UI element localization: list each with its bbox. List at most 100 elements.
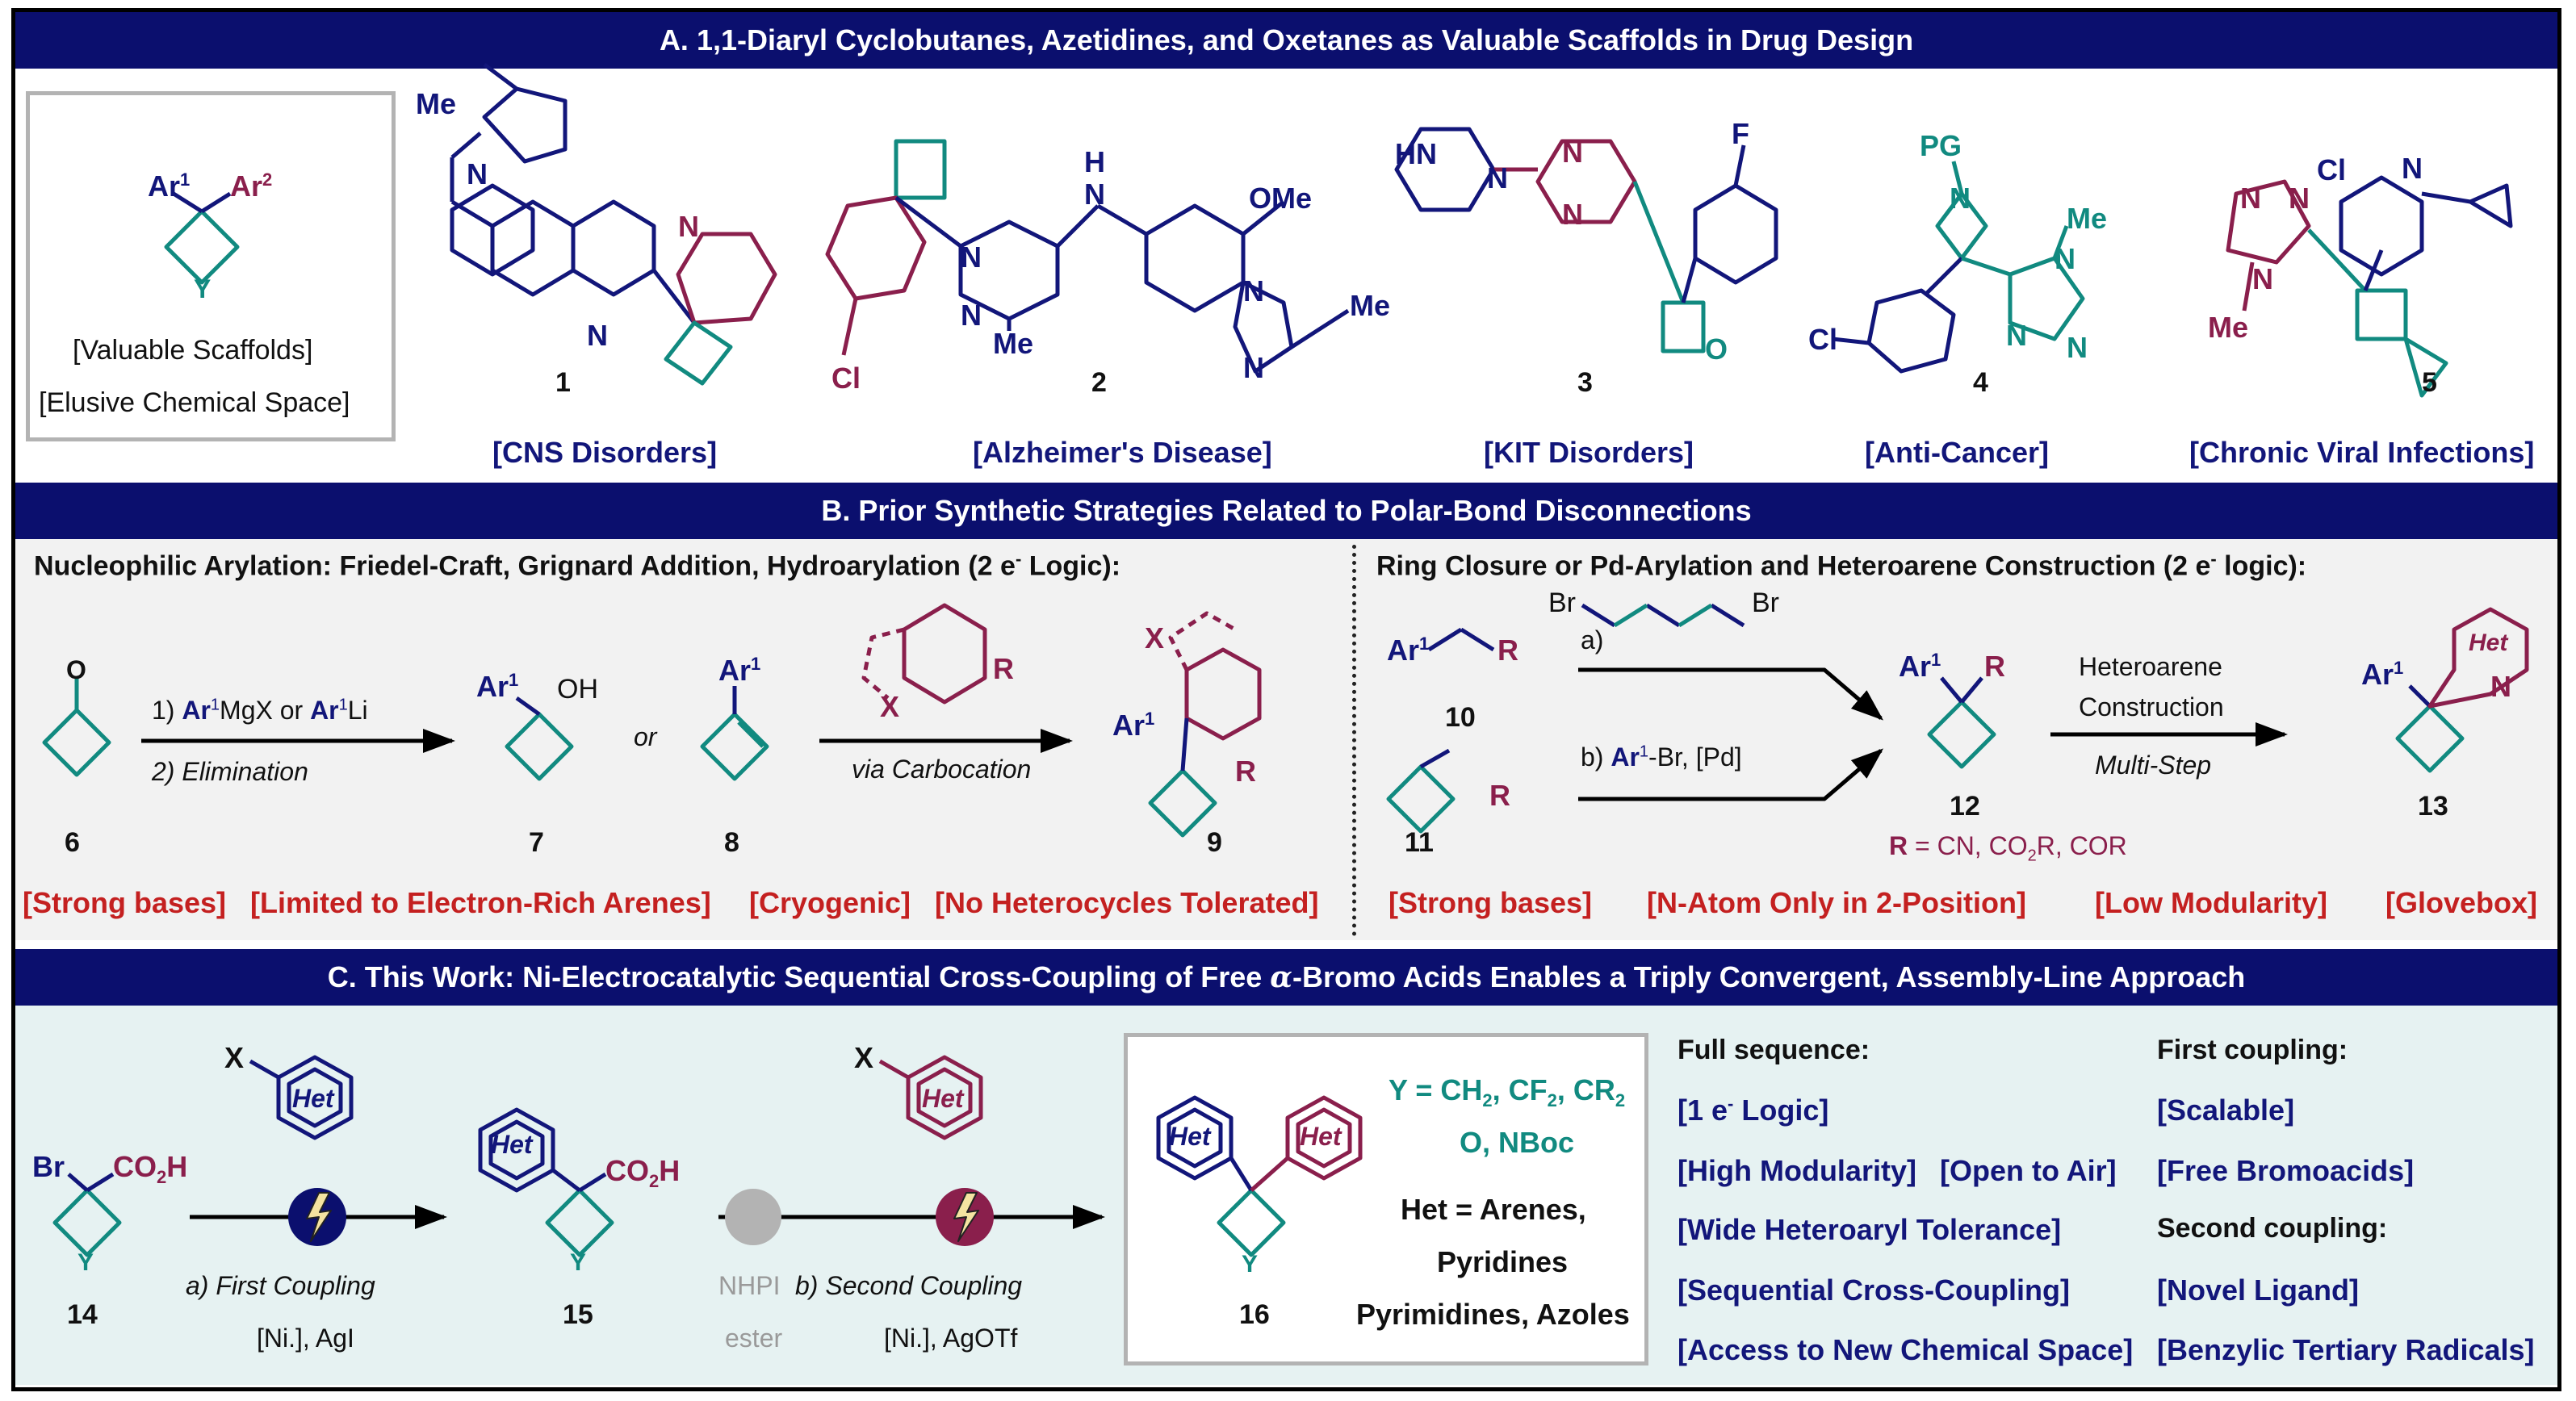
c16-het-a: Het <box>1169 1122 1211 1151</box>
c-reagent2-x: X <box>854 1041 874 1074</box>
c5-n: N <box>2402 152 2423 185</box>
c5-cl: Cl <box>2317 153 2346 186</box>
b-het-1: Heteroarene <box>2079 652 2222 681</box>
c16-y: Y <box>1242 1251 1259 1278</box>
section-b-title: B. Prior Synthetic Strategies Related to… <box>821 494 1752 527</box>
c2-cl: Cl <box>831 362 861 395</box>
section-a-banner: A. 1,1-Diaryl Cyclobutanes, Azetidines, … <box>15 12 2557 69</box>
b-reagent-x: X <box>880 690 900 723</box>
b-num-13: 13 <box>2418 791 2448 822</box>
product-box <box>1124 1033 1648 1365</box>
c-het-definition-2: Pyridines <box>1437 1245 1569 1278</box>
c-second-coupling: b) Second Coupling <box>795 1271 1023 1300</box>
c2-ome: OMe <box>1249 182 1313 215</box>
c3-n2: N <box>1562 136 1583 169</box>
c2-n1: N <box>961 240 982 274</box>
compound-3-label: [KIT Disorders] <box>1484 436 1694 469</box>
b-tag-no-heterocycles: [No Heterocycles Tolerated] <box>935 886 1319 919</box>
b-num-11: 11 <box>1405 827 1434 858</box>
c14-co2h: CO2H <box>113 1150 188 1188</box>
scaffold-ar2: Ar2 <box>230 169 273 203</box>
c-first-heading: First coupling: <box>2157 1035 2348 1065</box>
scaffold-caption-2: [Elusive Chemical Space] <box>39 387 350 418</box>
c2-nh: N <box>1084 178 1105 211</box>
c15-het: Het <box>491 1130 533 1159</box>
section-c-title: C. This Work: Ni-Electrocatalytic Sequen… <box>327 960 2246 994</box>
b-br2: Br <box>1752 588 1779 618</box>
b-tag-low-modularity: [Low Modularity] <box>2095 886 2327 919</box>
c3-n3: N <box>1562 198 1583 231</box>
b-br1: Br <box>1548 588 1576 618</box>
b-tag-strong-bases-right: [Strong bases] <box>1389 886 1593 919</box>
c1-n-quinoline: N <box>587 319 608 352</box>
c2-n2: N <box>961 299 982 332</box>
compound-5-structure <box>2226 179 2311 312</box>
c-full-item-2: [High Modularity] <box>1678 1154 1916 1187</box>
b-num-7: 7 <box>529 827 544 858</box>
b-step1: 1) Ar1MgX or Ar1Li <box>152 696 368 725</box>
c-full-item-4: [Wide Heteroaryl Tolerance] <box>1678 1213 2062 1246</box>
scaffold-y: Y <box>194 274 212 303</box>
compound-5-label: [Chronic Viral Infections] <box>2189 436 2535 469</box>
nhpi-ester-circle <box>725 1189 781 1245</box>
b10-ar: Ar1 <box>1387 634 1430 667</box>
c2-h: H <box>1084 145 1105 178</box>
c2-me: Me <box>993 327 1034 360</box>
c4-n: N <box>1950 182 1971 215</box>
scaffold-caption-1: [Valuable Scaffolds] <box>73 335 313 366</box>
c-het-definition-3: Pyrimidines, Azoles <box>1356 1298 1630 1331</box>
compound-3-number: 3 <box>1577 367 1593 398</box>
compound-2-number: 2 <box>1091 367 1107 398</box>
c14-br: Br <box>32 1150 65 1183</box>
compound-3-structure <box>1394 127 1496 212</box>
b-left-heading: Nucleophilic Arylation: Friedel-Craft, G… <box>34 549 1121 582</box>
b-tag-strong-bases-left: [Strong bases] <box>23 886 227 919</box>
section-a-title: A. 1,1-Diaryl Cyclobutanes, Azetidines, … <box>659 23 1914 56</box>
b9-x: X <box>1145 621 1165 654</box>
compound-5-number: 5 <box>2422 367 2437 398</box>
b10-r: R <box>1497 634 1518 667</box>
b-tag-electron-rich: [Limited to Electron-Rich Arenes] <box>250 886 711 919</box>
c-first-coupling: a) First Coupling <box>186 1271 375 1300</box>
b6-o: O <box>66 655 86 684</box>
c14-y: Y <box>77 1249 94 1276</box>
b-r-definition: R = CN, CO2R, COR <box>1889 831 2127 865</box>
b-tag-glovebox: [Glovebox] <box>2385 886 2538 919</box>
c-num-15: 15 <box>563 1299 593 1330</box>
c3-f: F <box>1732 117 1749 150</box>
c4-me: Me <box>2067 202 2108 235</box>
c-second-item-2: [Benzylic Tertiary Radicals] <box>2157 1333 2535 1366</box>
c4-pg: PG <box>1920 129 1962 162</box>
b13-n: N <box>2490 670 2511 703</box>
b-tag-cryogenic: [Cryogenic] <box>749 886 911 919</box>
c3-hn: HN <box>1395 137 1437 170</box>
c3-n1: N <box>1487 161 1508 194</box>
b-het-2: Construction <box>2079 692 2224 721</box>
c-y-definition-2: O, NBoc <box>1460 1126 1575 1159</box>
c4-n1: N <box>2055 242 2075 275</box>
b-num-6: 6 <box>65 827 80 858</box>
b-route-a: a) <box>1581 625 1604 654</box>
c-cond-2: [Ni.], AgOTf <box>884 1324 1018 1353</box>
c-first-item-2: [Free Bromoacids] <box>2157 1154 2415 1187</box>
section-b-divider <box>1352 545 1356 936</box>
c5-n3: N <box>2252 262 2273 295</box>
c-reagent1-het: Het <box>292 1084 334 1113</box>
b-num-8: 8 <box>724 827 739 858</box>
scaffold-box <box>26 91 396 441</box>
c-y-definition-1: Y = CH2, CF2, CR2 <box>1389 1073 1626 1111</box>
b8-ar: Ar1 <box>718 654 761 687</box>
b-right-heading: Ring Closure or Pd-Arylation and Heteroa… <box>1376 549 2307 582</box>
figure-frame <box>11 8 2561 1391</box>
c-full-item-6: [Access to New Chemical Space] <box>1678 1333 2134 1366</box>
c1-me: Me <box>416 87 457 120</box>
compound-1-number: 1 <box>555 367 571 398</box>
c-nhpi-2: ester <box>725 1324 783 1353</box>
b-via: via Carbocation <box>852 755 1032 784</box>
b13-ar: Ar1 <box>2361 658 2404 691</box>
compound-2-structure <box>894 139 947 200</box>
b9-r: R <box>1235 755 1256 788</box>
c-nhpi-1: NHPI <box>718 1271 781 1300</box>
